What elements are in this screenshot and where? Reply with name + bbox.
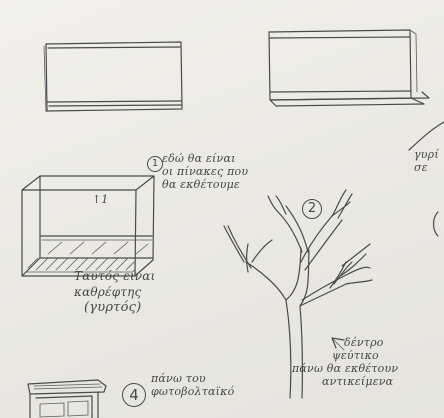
note-paintings-line-1: εδώ θα είναι bbox=[162, 152, 236, 165]
edge-sketch bbox=[408, 121, 444, 237]
note-tree-line-2: ψεύτικο bbox=[332, 349, 379, 362]
note-right-edge-line-2: σε bbox=[414, 161, 428, 174]
kiosk-marker-4: 4 bbox=[122, 383, 146, 407]
tree-marker-2: 2 bbox=[302, 199, 322, 219]
note-tree-line-1: δέντρο bbox=[344, 336, 384, 349]
note-paintings: εδώ θα είναι οι πίνακες που θα εκθέτουμε bbox=[162, 152, 248, 191]
note-mirror: Ταυτός είναι καθρέφτης (γυρτός) bbox=[74, 268, 155, 316]
note-paintings-line-3: θα εκθέτουμε bbox=[162, 178, 241, 191]
note-tree: δέντρο ψεύτικο πάνω θα εκθέτουν αντικείμ… bbox=[292, 336, 398, 388]
note-mirror-line-2: καθρέφτης bbox=[74, 285, 142, 299]
note-right-edge: γυρί σε bbox=[414, 148, 439, 174]
note-photovoltaic-line-2: φωτοβολταϊκό bbox=[151, 385, 235, 398]
note-mirror-line-1: Ταυτός είναι bbox=[74, 269, 156, 283]
note-paintings-line-2: οι πίνακες που bbox=[162, 165, 249, 178]
box-arrow-label: ↑1 bbox=[92, 193, 109, 206]
kiosk-sketch bbox=[27, 379, 107, 418]
tree-sketch bbox=[223, 189, 373, 399]
panel-sketch-2 bbox=[268, 29, 430, 107]
note-photovoltaic: πάνω του φωτοβολταϊκό bbox=[151, 372, 234, 398]
note-mirror-line-3: (γυρτός) bbox=[84, 300, 142, 315]
note-tree-line-4: αντικείμενα bbox=[322, 375, 394, 388]
note-tree-line-3: πάνω θα εκθέτουν bbox=[292, 362, 399, 375]
note-right-edge-line-1: γυρί bbox=[414, 148, 439, 161]
note-marker-1: 1 bbox=[147, 156, 163, 172]
display-box-sketch bbox=[21, 175, 155, 277]
panel-sketch-1 bbox=[43, 41, 183, 113]
note-photovoltaic-line-1: πάνω του bbox=[151, 372, 206, 385]
